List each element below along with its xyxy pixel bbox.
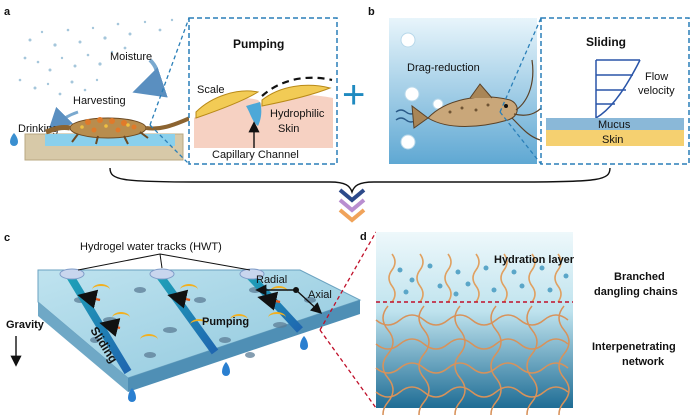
gravity-label: Gravity [6,319,45,331]
panel-d: d Hydration layer [360,231,678,415]
dangling-chains [388,253,562,303]
pumping-track-label: Pumping [202,316,249,328]
panel-d-letter: d [360,231,367,243]
panel-a: a Moisture Harvesting Drinking [4,6,338,165]
slab-front-face [38,302,128,392]
sliding-title: Sliding [586,35,626,49]
branched-label-2: dangling chains [594,286,678,298]
radial-label: Radial [256,274,287,286]
panel-b-letter: b [368,6,375,18]
hwt-label: Hydrogel water tracks (HWT) [80,241,222,253]
merge-brace [109,167,611,195]
scale-crescents [92,284,288,340]
thorny-devil-illustration [45,116,191,145]
skin-layer-b [546,130,684,146]
axial-label: Axial [308,289,332,301]
slab-side-face [128,300,360,392]
moisture-label: Moisture [110,51,152,63]
water-molecules [397,263,569,297]
panel-b: b Drag-reduction Sliding Flow velocity [368,6,690,165]
velocity-label: velocity [638,85,675,97]
skin-label-a: Skin [278,123,299,135]
skin-layer [194,95,333,148]
zoom-line-d-bottom [319,329,377,409]
capillary-label: Capillary Channel [212,149,299,161]
skin-label-b: Skin [602,134,623,146]
pumping-arrows [77,289,281,337]
interpenetrating-network [375,305,570,415]
zoom-line-d-top [319,231,377,331]
mucus-label: Mucus [598,119,631,131]
pumping-title: Pumping [233,37,284,51]
zoom-line-a-top [149,17,190,126]
drag-reduction-label: Drag-reduction [407,62,480,74]
capillary-channel [246,102,262,126]
panel-a-letter: a [4,6,11,18]
hydrophilic-surface [261,76,333,97]
interpenetrating-label-2: network [622,356,665,368]
branched-label-1: Branched [614,271,665,283]
down-chevrons-icon [338,188,366,223]
velocity-profile-curve [595,59,641,119]
harvesting-label: Harvesting [73,95,126,107]
scale-right [261,84,332,107]
flow-label: Flow [645,71,668,83]
hwt-pointers [77,253,251,271]
mucus-layer [546,118,684,130]
track-2 [156,273,219,355]
axial-axis-arrow [295,289,323,314]
moisture-mist [18,18,174,96]
panel-c-letter: c [4,232,10,244]
hwt-openings [59,268,265,280]
panel-d-background [376,232,573,408]
hydrophilic-label: Hydrophilic [270,108,325,120]
zoom-line-b-top [499,17,542,113]
moisture-flow-arrow [132,58,168,98]
harvesting-flow-arrow [47,106,79,133]
water-in-tray [45,134,175,146]
axis-origin [293,287,299,293]
scale-label: Scale [197,84,225,96]
air-bubbles [400,32,444,150]
panel-c: c Hydrogel water tracks (HWT) [4,232,362,402]
hydration-layer-label: Hydration layer [494,254,575,266]
scale-left [195,90,260,119]
falling-water-drops [128,336,308,402]
plus-sign: + [342,73,365,117]
water-drop-icon [10,133,18,146]
interpenetrating-label-1: Interpenetrating [592,341,676,353]
zoom-line-a-bottom [149,124,190,165]
